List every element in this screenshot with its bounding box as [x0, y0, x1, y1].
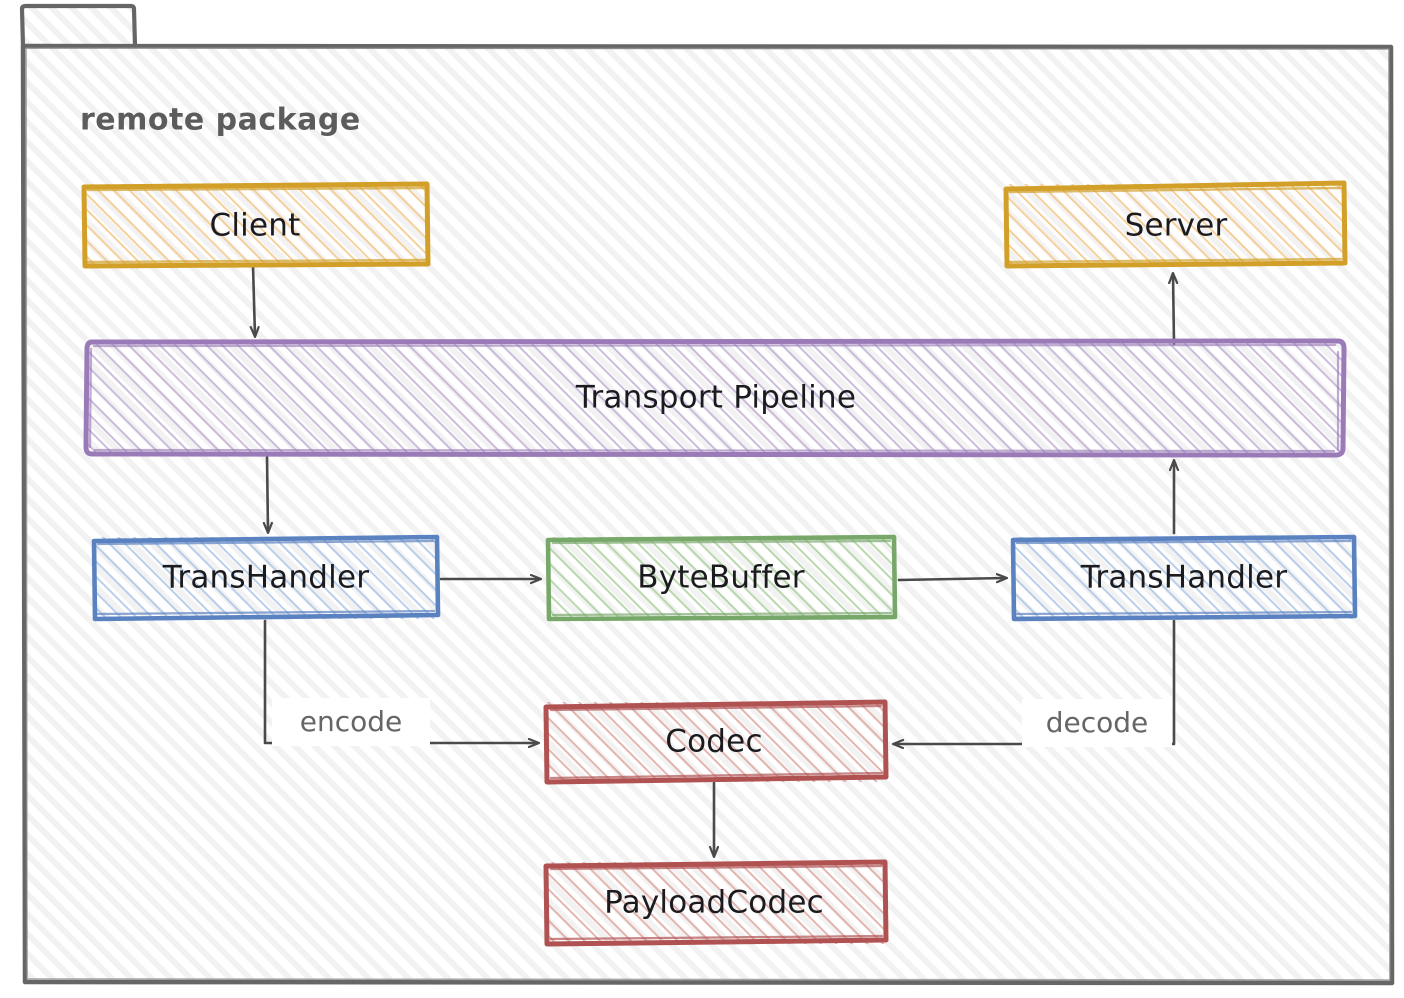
node-transport-pipeline[interactable]: Transport Pipeline: [83, 338, 1347, 458]
node-transhandler-left[interactable]: TransHandler: [91, 534, 441, 622]
edge-pipeline-to-server: [1173, 274, 1174, 346]
node-label-server: Server: [1125, 208, 1228, 244]
node-label-bytebuffer: ByteBuffer: [637, 560, 804, 596]
edges-layer: [253, 264, 1176, 856]
node-codec[interactable]: Codec: [543, 699, 889, 785]
edge-transhandler1-to-codec: [263, 619, 538, 743]
node-label-transhandler-right: TransHandler: [1080, 560, 1287, 596]
node-bytebuffer[interactable]: ByteBuffer: [545, 534, 898, 622]
node-payloadcodec[interactable]: PayloadCodec: [543, 859, 889, 947]
edge-label-decode-text: decode: [1046, 706, 1149, 739]
node-label-client: Client: [210, 208, 301, 244]
edge-label-encode: encode: [272, 698, 430, 746]
package-title: remote package: [80, 103, 361, 138]
edge-label-encode-text: encode: [300, 705, 403, 738]
edge-label-decode: decode: [1022, 699, 1172, 747]
node-label-transport-pipeline: Transport Pipeline: [575, 380, 856, 416]
edge-client-to-pipeline: [253, 264, 255, 336]
node-server[interactable]: Server: [1003, 180, 1348, 269]
node-label-payloadcodec: PayloadCodec: [604, 885, 824, 921]
node-client[interactable]: Client: [81, 181, 431, 269]
edge-bytebuffer-to-transhandler2: [897, 578, 1006, 580]
node-label-codec: Codec: [665, 724, 762, 760]
edge-pipeline-to-transhandler1: [267, 454, 268, 532]
node-transhandler-right[interactable]: TransHandler: [1010, 534, 1358, 622]
node-label-transhandler-left: TransHandler: [162, 560, 369, 596]
edge-transhandler2-to-codec: [894, 619, 1176, 744]
package-frame: [19, 3, 1395, 986]
